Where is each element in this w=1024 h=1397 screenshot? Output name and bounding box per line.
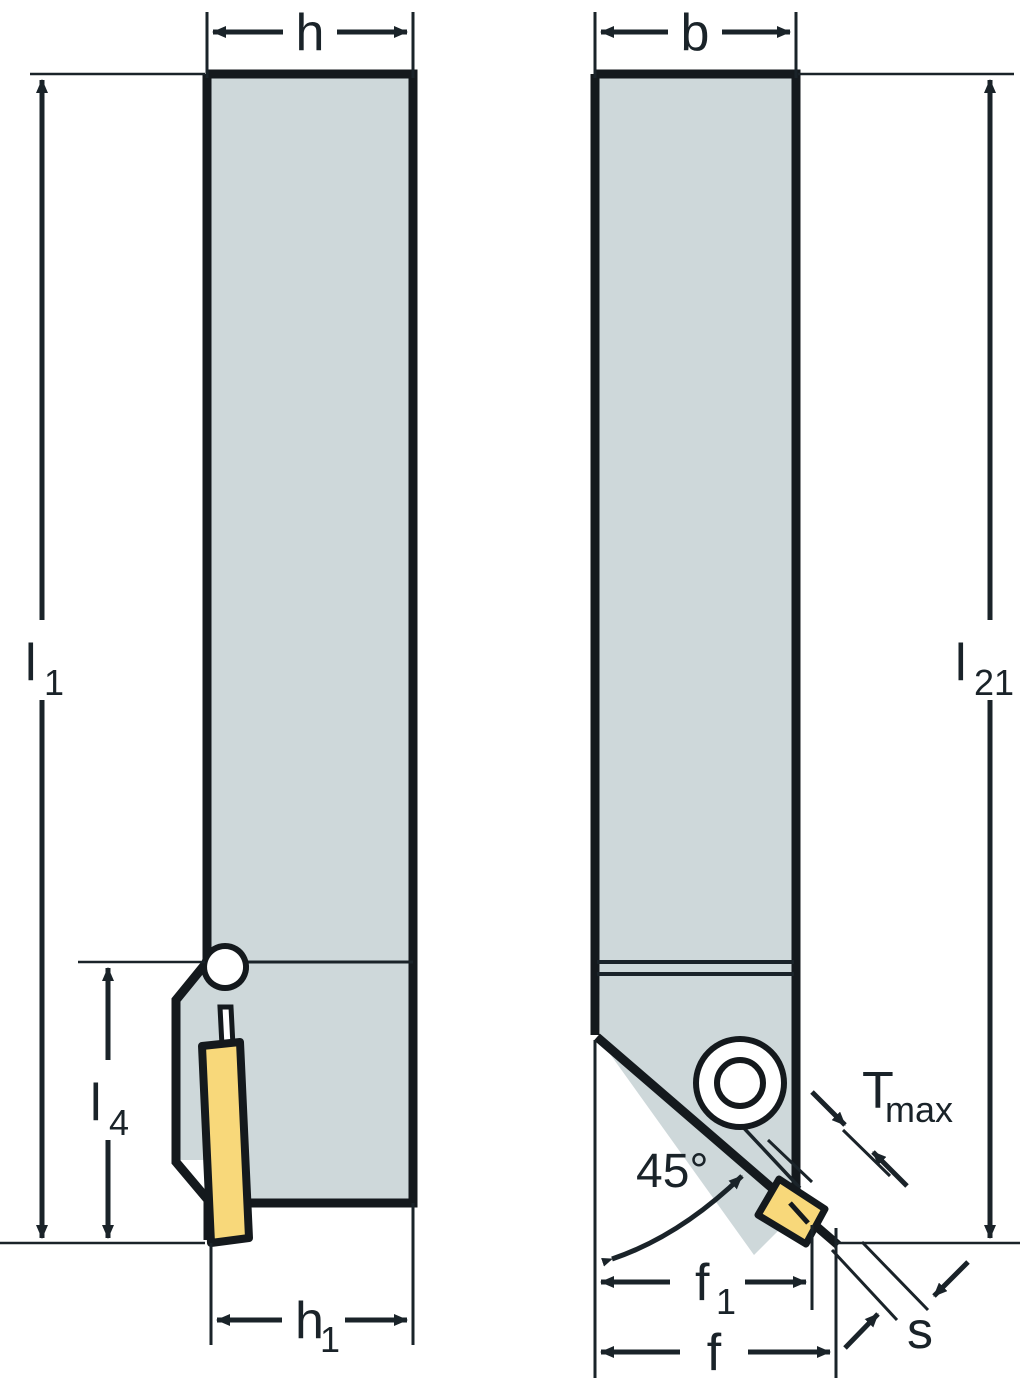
dim-l21-label: l — [955, 634, 967, 692]
dim-l1-label: l — [25, 634, 37, 692]
dim-f1-subscript: 1 — [716, 1281, 736, 1322]
tmax-arrow-in-b — [871, 1150, 909, 1188]
s-arrow-in-b — [932, 1260, 970, 1298]
dimension-angle-45: 45° — [601, 1145, 744, 1267]
tmax-ext-line-a — [766, 1138, 814, 1184]
dim-b-label: b — [681, 4, 710, 62]
side-view: h l 1 l 4 h 1 — [0, 4, 418, 1360]
dimension-f1: f 1 — [600, 1254, 807, 1322]
dimension-h1: h 1 — [216, 1292, 408, 1360]
clamp-screw-head-icon — [201, 943, 250, 991]
angle-45-label: 45° — [636, 1145, 709, 1198]
dimension-h: h — [212, 4, 408, 62]
dim-h1-subscript: 1 — [320, 1319, 340, 1360]
tmax-arrow-in-a — [810, 1090, 847, 1127]
dimension-b: b — [600, 4, 791, 62]
dim-tmax-subscript: max — [885, 1089, 953, 1130]
dimension-tmax: T max — [766, 1062, 953, 1188]
dim-f1-label: f — [695, 1254, 710, 1312]
dimension-s: s — [830, 1240, 970, 1360]
s-arrow-in-a — [843, 1312, 880, 1350]
dim-l4-subscript: 4 — [109, 1102, 129, 1143]
dim-l21-subscript: 21 — [974, 662, 1014, 703]
dim-l1-subscript: 1 — [44, 662, 64, 703]
dim-h1-label: h — [295, 1292, 324, 1350]
dim-h-label: h — [296, 4, 325, 62]
front-view-body-fill — [595, 74, 796, 1255]
dimension-l1: l 1 — [25, 79, 64, 1239]
clamp-screw-inner-ring-icon — [714, 1057, 766, 1109]
front-view: b l 21 45° T max s — [590, 4, 1020, 1382]
cutting-insert — [198, 1038, 253, 1247]
s-ext-line-b — [860, 1240, 930, 1312]
dim-tmax-label: T — [862, 1062, 894, 1120]
angle-arc — [601, 1174, 744, 1267]
tmax-ext-line-b — [841, 1128, 892, 1178]
dimension-f: f — [600, 1324, 831, 1382]
dimension-l21: l 21 — [955, 79, 1014, 1239]
dim-s-label: s — [907, 1302, 933, 1360]
cutting-insert — [754, 1175, 829, 1248]
dim-f-label: f — [707, 1324, 722, 1382]
insert-edge-mark — [788, 1201, 810, 1225]
dim-l4-label: l — [90, 1074, 102, 1132]
dimension-l4: l 4 — [90, 967, 129, 1239]
s-ext-line-a — [830, 1248, 899, 1322]
side-view-shank-outline — [207, 69, 418, 1208]
